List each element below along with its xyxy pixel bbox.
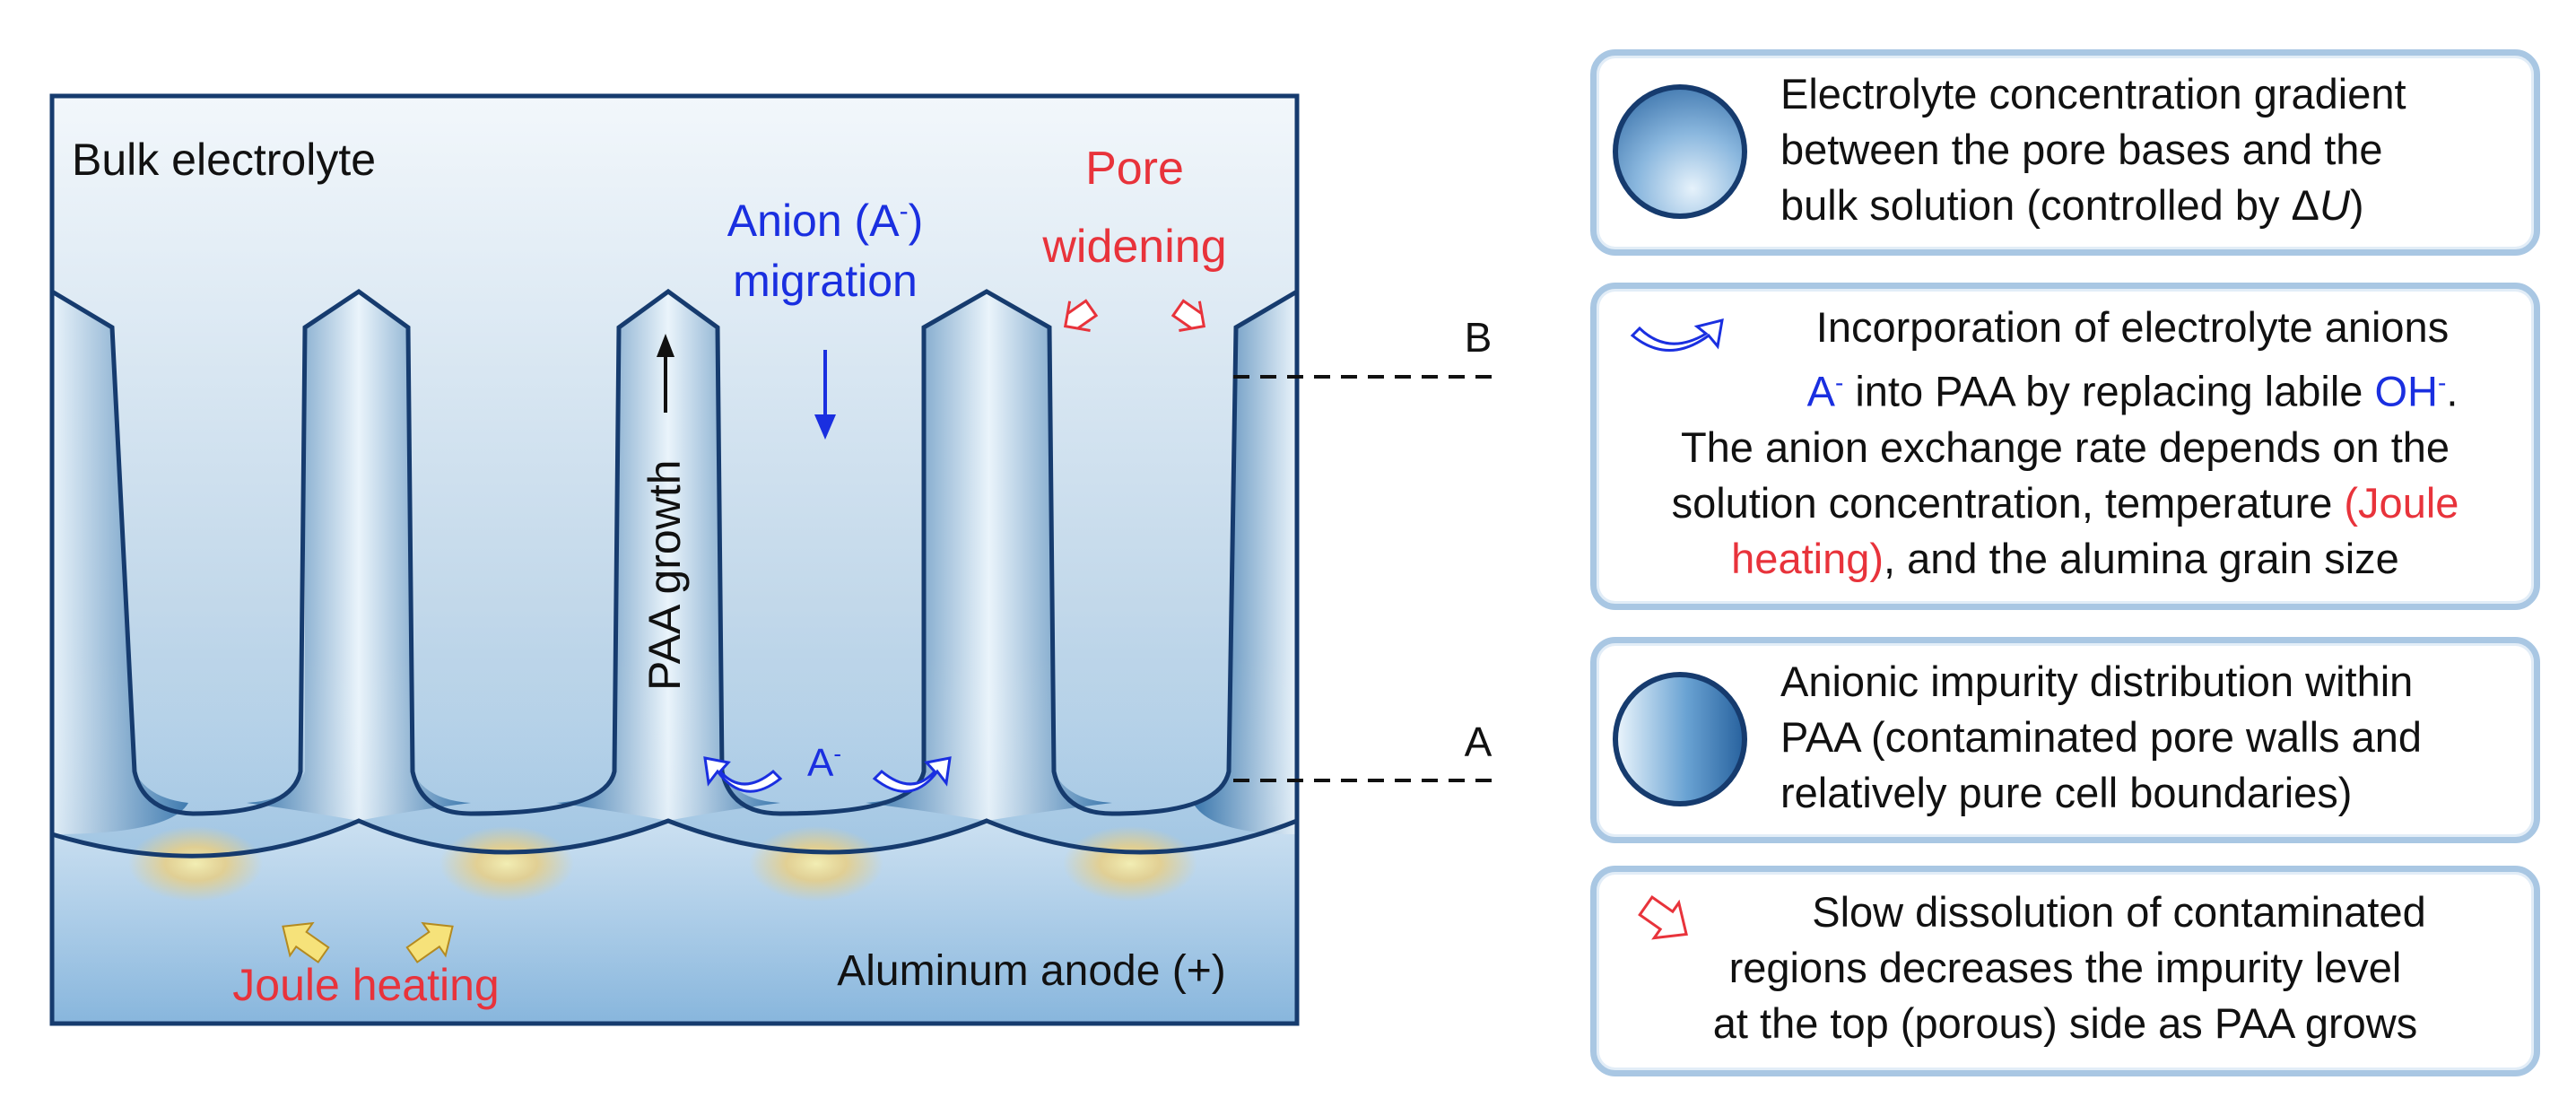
legend-1-line-3: bulk solution (controlled by ΔU): [1780, 181, 2364, 229]
joule-arrow-right: [405, 921, 454, 963]
aluminum-anode-label: Aluminum anode (+): [837, 947, 1226, 995]
legend-4-line-2: regions decreases the impurity level: [1728, 944, 2402, 991]
anion-migration-label-2: migration: [733, 256, 918, 306]
legend-slow-dissolution: Slow dissolution of contaminated regions…: [1590, 866, 2540, 1076]
diagram-frame: [49, 93, 1300, 1026]
legend-4-line-3: at the top (porous) side as PAA grows: [1712, 999, 2418, 1047]
legend-3-line-1: Anionic impurity distribution within: [1780, 658, 2414, 705]
legend-1-line-2: between the pore bases and the: [1780, 126, 2383, 173]
legend-impurity-distribution: Anionic impurity distribution within PAA…: [1590, 637, 2540, 843]
joule-heating-label: Joule heating: [232, 960, 499, 1010]
legend-2-line-2: A- into PAA by replacing labile OH-.: [1806, 367, 2459, 415]
legend-anion-incorporation: Incorporation of electrolyte anions A- i…: [1590, 283, 2540, 610]
legend-concentration-gradient: Electrolyte concentration gradient betwe…: [1590, 49, 2540, 256]
paa-growth-label: PAA growth: [640, 459, 690, 691]
pore-widening-arrow-right: [1171, 299, 1206, 332]
migration-arrow-head: [814, 414, 836, 440]
legend-3-line-2: PAA (contaminated pore walls and: [1780, 713, 2422, 761]
dissolution-arrow-icon: [1638, 895, 1688, 940]
concentration-gradient-icon: [1613, 84, 1747, 219]
legend-4-line-1: Slow dissolution of contaminated: [1812, 888, 2426, 936]
incorporation-arrow-icon: [1630, 318, 1724, 352]
pore-widening-label: Pore: [1085, 143, 1184, 195]
incorporation-arrow-left: [703, 756, 783, 793]
incorporation-arrow-right: [872, 756, 952, 793]
barrier-outline: [52, 818, 1297, 858]
legend-2-line-1: Incorporation of electrolyte anions: [1815, 303, 2450, 351]
level-a-label: A: [1465, 719, 1493, 765]
joule-arrow-left: [282, 921, 330, 963]
anion-symbol-label: A-: [807, 740, 841, 785]
anodization-diagram: Bulk electrolyte Anion (A-) migration Po…: [49, 93, 1498, 1026]
bulk-electrolyte-label: Bulk electrolyte: [72, 135, 376, 185]
pore-widening-arrow-left: [1063, 299, 1099, 332]
impurity-distribution-icon: [1613, 672, 1747, 806]
legend-2-line-5: heating), and the alumina grain size: [1731, 534, 2399, 582]
legend-2-line-4: solution concentration, temperature (Jou…: [1671, 478, 2459, 527]
pore-widening-label-2: widening: [1041, 221, 1226, 273]
paa-growth-arrow-head: [657, 334, 674, 357]
level-b-label: B: [1465, 314, 1493, 361]
legend-3-line-3: relatively pure cell boundaries): [1780, 769, 2353, 816]
anion-migration-label: Anion (A-): [727, 196, 923, 246]
legend-1-line-1: Electrolyte concentration gradient: [1780, 70, 2406, 118]
legend-2-line-3: The anion exchange rate depends on the: [1680, 423, 2450, 471]
pore-outline: [52, 288, 1297, 816]
